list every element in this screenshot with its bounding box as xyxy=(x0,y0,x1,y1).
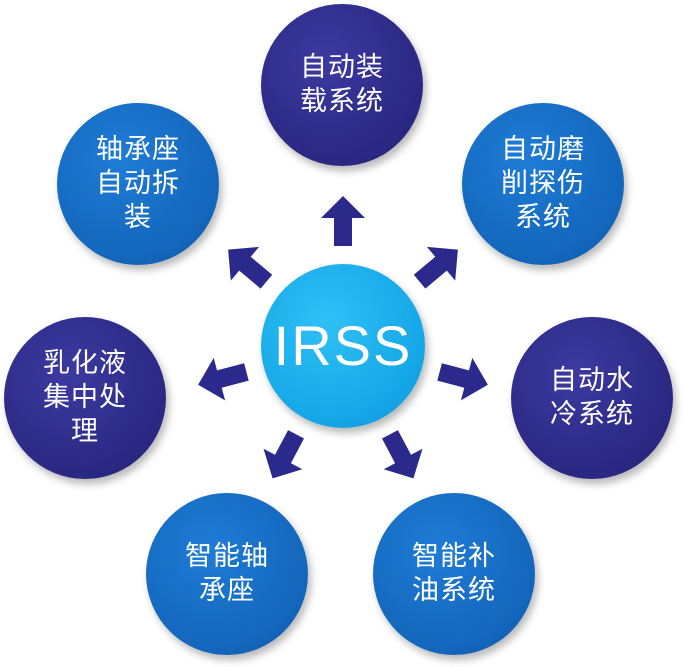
arrow-to-auto-loading xyxy=(321,196,365,246)
node-auto-grinding-inspection-system: 自动磨 削探伤 系统 xyxy=(462,103,624,265)
center-label: IRSS xyxy=(273,314,413,377)
arrow-to-auto-grinding xyxy=(413,246,458,289)
node-label-line: 智能补 xyxy=(412,541,496,572)
node-bearing-seat-auto-disassembly: 轴承座 自动拆 装 xyxy=(57,103,219,265)
node-label-line: 自动水 xyxy=(550,365,634,396)
node-label-line: 自动磨 xyxy=(501,134,585,165)
arrow-to-smart-oiling xyxy=(382,430,423,479)
node-label-line: 承座 xyxy=(199,575,255,606)
arrow-to-emulsion xyxy=(198,357,249,401)
node-label-line: 集中处 xyxy=(43,382,127,413)
node-auto-loading-system: 自动装 载系统 xyxy=(261,4,423,166)
node-label-line: 智能轴 xyxy=(185,541,269,572)
node-label-line: 载系统 xyxy=(300,86,384,117)
node-label-line: 轴承座 xyxy=(96,134,180,165)
node-label-line: 理 xyxy=(71,416,99,447)
node-label-line: 削探伤 xyxy=(501,168,585,199)
node-emulsion-central-processing: 乳化液 集中处 理 xyxy=(4,317,166,479)
arrow-to-bearing-disassembly xyxy=(228,246,273,289)
arrow-to-water-cooling xyxy=(437,357,488,401)
node-label-line: 系统 xyxy=(515,202,571,233)
arrow-to-smart-bearing xyxy=(263,430,304,479)
node-auto-water-cooling-system: 自动水 冷系统 xyxy=(511,317,673,479)
node-label-line: 自动拆 xyxy=(96,168,180,199)
node-label-line: 冷系统 xyxy=(550,399,634,430)
node-smart-bearing-seat: 智能轴 承座 xyxy=(146,493,308,655)
node-label-line: 乳化液 xyxy=(43,348,127,379)
node-smart-oiling-system: 智能补 油系统 xyxy=(373,493,535,655)
node-label-line: 装 xyxy=(124,202,152,233)
node-label-line: 油系统 xyxy=(412,575,496,606)
node-label-line: 自动装 xyxy=(300,52,384,83)
center-node-irss: IRSS xyxy=(261,264,425,428)
